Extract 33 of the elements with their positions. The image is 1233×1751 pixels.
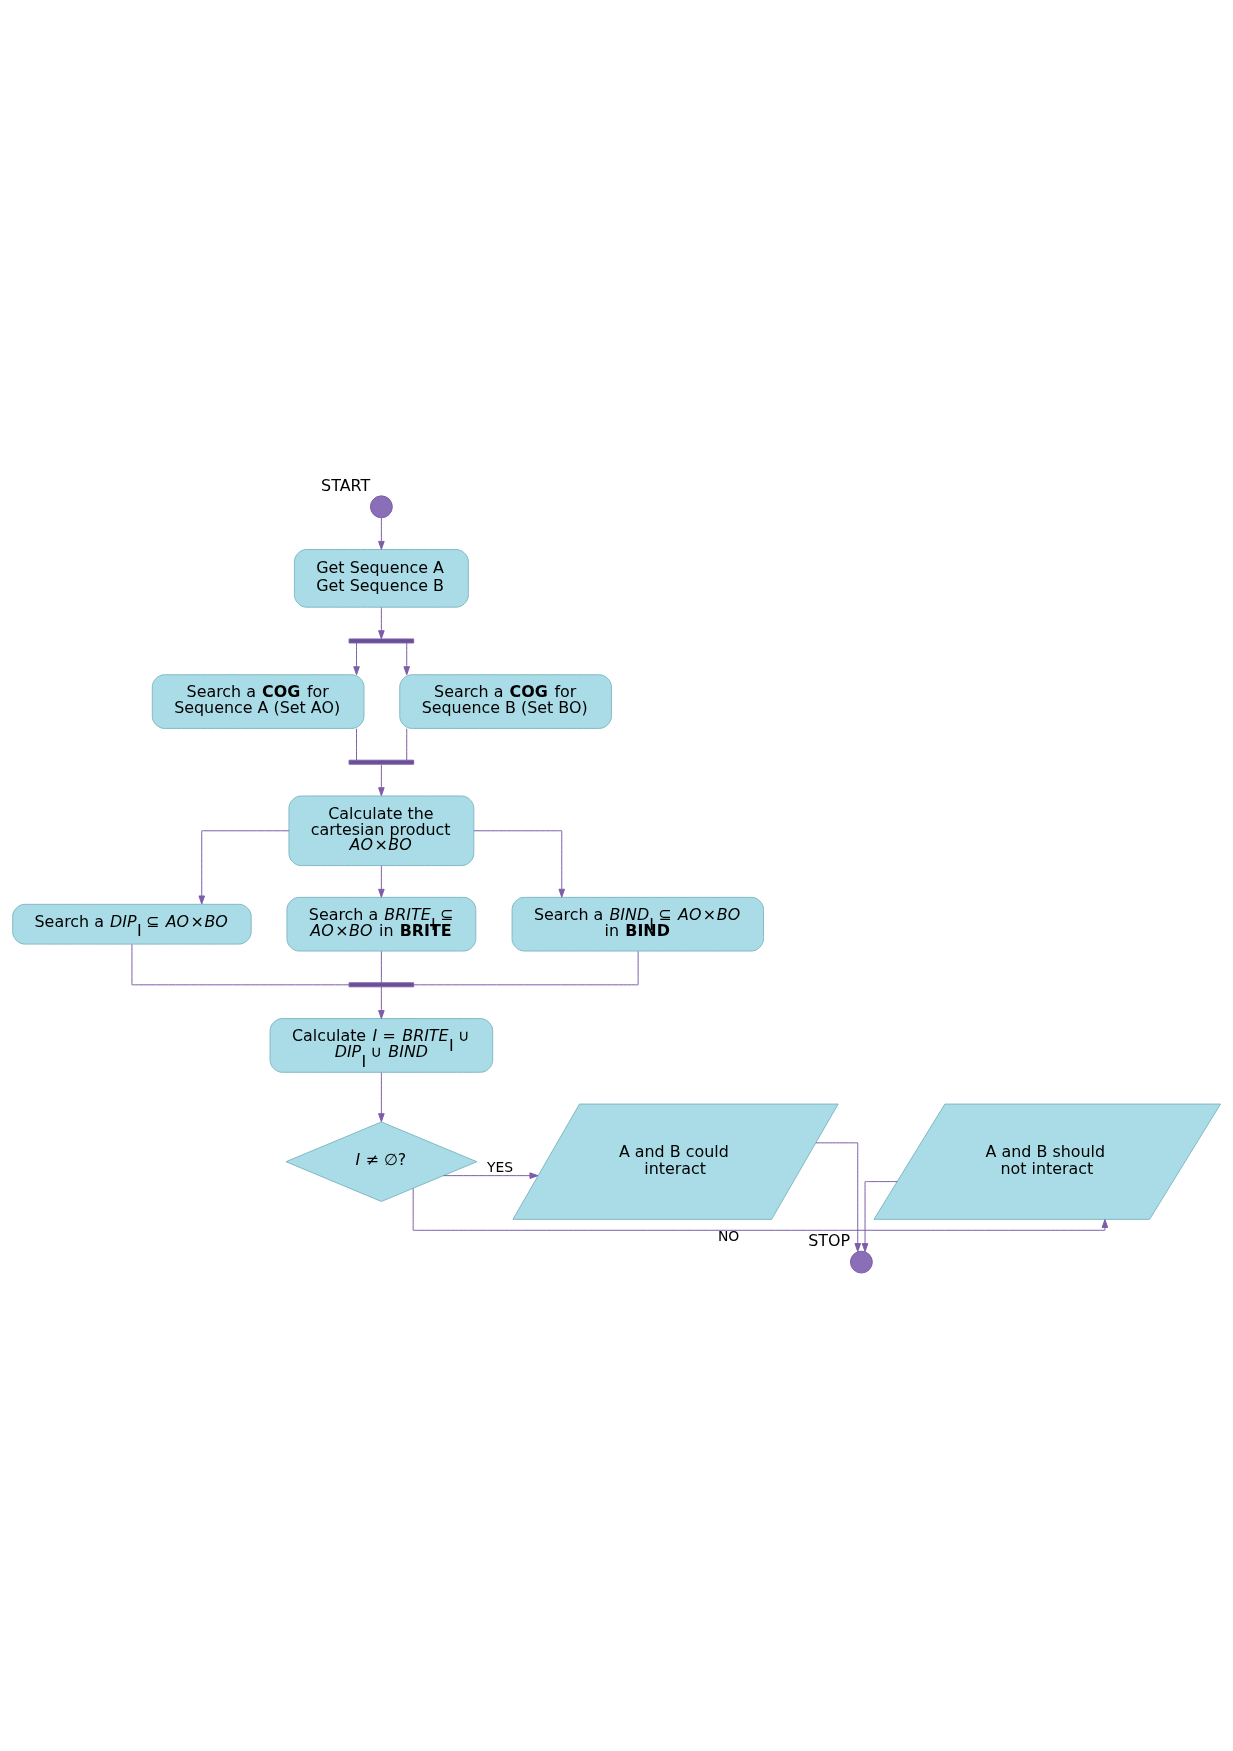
node-bar	[348, 759, 415, 765]
connector	[406, 728, 408, 761]
arrow	[378, 986, 385, 1019]
arrow	[403, 642, 410, 676]
connector	[380, 950, 382, 984]
node-diamond: I ≠ ∅?	[285, 1121, 478, 1202]
arrow	[378, 764, 385, 797]
arrow	[378, 517, 385, 550]
node-box: Calculate the cartesian product AO×BO	[288, 795, 475, 867]
arrow	[412, 1187, 1109, 1231]
node-label: STOP	[808, 1230, 851, 1250]
arrow	[473, 830, 566, 898]
node-box: Search a COG for Sequence B (Set BO)	[399, 674, 612, 729]
arrow	[378, 1071, 385, 1123]
node-label: START	[321, 475, 371, 495]
node-box: Get Sequence A Get Sequence B	[293, 549, 469, 608]
arrow	[861, 1181, 898, 1253]
arrow	[442, 1172, 539, 1179]
arrow	[815, 1142, 862, 1252]
node-bar	[348, 638, 415, 644]
node-circle	[849, 1250, 873, 1274]
node-box: Search a COG for Sequence A (Set AO)	[151, 674, 365, 729]
edge-label: NO	[717, 1228, 740, 1245]
arrow	[198, 830, 290, 905]
node-bar	[348, 982, 415, 988]
connector	[356, 728, 358, 761]
connector	[413, 950, 639, 986]
arrow	[378, 865, 385, 898]
edge-label: YES	[487, 1158, 514, 1175]
arrow	[353, 642, 360, 676]
connector	[131, 943, 350, 986]
node-circle	[369, 495, 393, 519]
arrow	[378, 606, 385, 640]
